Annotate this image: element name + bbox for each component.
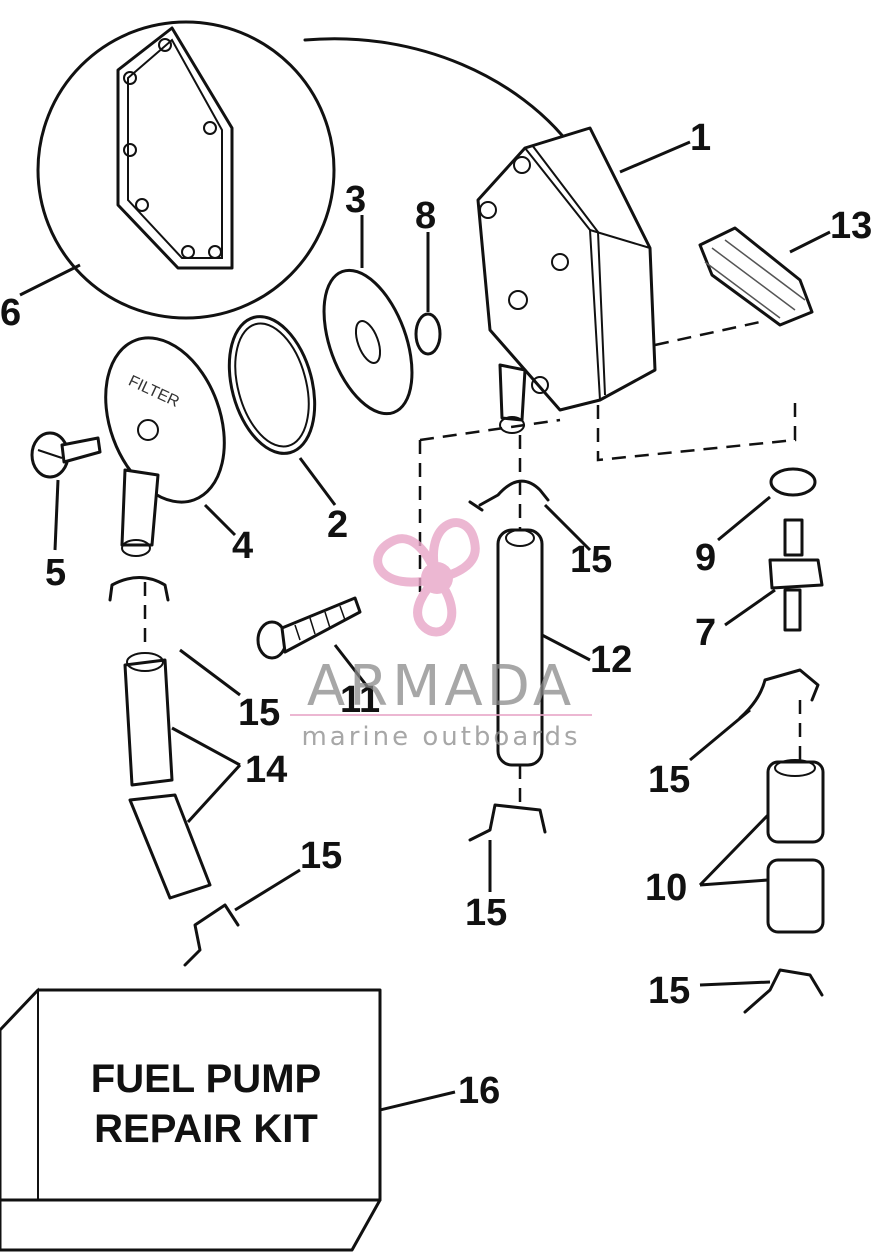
part-labels: 1 2 3 4 5 6 7 8 9 10 11 12 13 14 15 15 1…: [0, 117, 872, 1112]
watermark-brand: ARMADA: [307, 654, 575, 719]
label-8: 8: [415, 195, 436, 237]
label-3: 3: [345, 179, 366, 221]
alignment-line-a: [419, 418, 561, 442]
fuel-pump-body-1: [476, 126, 657, 434]
label-2: 2: [327, 504, 348, 546]
label-15-f: 15: [648, 970, 690, 1012]
label-12: 12: [590, 639, 632, 681]
clamp-15-b: [108, 576, 170, 602]
hose-12: [496, 528, 544, 767]
label-15-e: 15: [300, 835, 342, 877]
label-6: 6: [0, 292, 21, 334]
clamp-15-d: [738, 668, 820, 720]
watermark: ARMADA marine outboards: [290, 518, 592, 752]
fitting-7: [768, 518, 824, 632]
label-1: 1: [690, 117, 711, 159]
screen-13: [698, 226, 814, 327]
clamp-15-a: [468, 479, 550, 512]
washer-9: [769, 467, 817, 497]
filter-element-3: [322, 268, 414, 416]
label-16: 16: [458, 1070, 500, 1112]
clamp-15-c: [468, 803, 547, 842]
label-13: 13: [830, 205, 872, 247]
label-15-c: 15: [648, 759, 690, 801]
detail-circle-gasket-6: [36, 20, 572, 320]
label-5: 5: [45, 552, 66, 594]
gasket-ring-2: [227, 315, 317, 455]
screw-11: [256, 596, 362, 660]
clamp-15-e: [183, 903, 240, 967]
label-7: 7: [695, 612, 716, 654]
filter-cover-4: FILTER: [104, 336, 226, 557]
label-15-b: 15: [238, 692, 280, 734]
screw-5: [30, 431, 102, 479]
repair-kit-box-16: FUEL PUMP REPAIR KIT: [0, 987, 382, 1252]
kit-text-line1: FUEL PUMP: [91, 1057, 321, 1101]
propeller-logo-icon: [373, 518, 480, 637]
o-ring-8: [414, 312, 442, 356]
watermark-tagline: marine outboards: [301, 722, 580, 752]
alignment-line-d: [654, 320, 761, 347]
hoses-10: [766, 759, 825, 934]
label-15-d: 15: [465, 892, 507, 934]
label-14: 14: [245, 749, 287, 791]
leader-lines: [19, 140, 831, 1112]
kit-text-line2: REPAIR KIT: [94, 1107, 318, 1151]
alignment-line-c: [596, 400, 797, 462]
label-4: 4: [232, 525, 253, 567]
clamp-15-f: [743, 968, 824, 1014]
label-9: 9: [695, 537, 716, 579]
hoses-14: [123, 652, 212, 900]
label-15-a: 15: [570, 539, 612, 581]
label-10: 10: [645, 867, 687, 909]
